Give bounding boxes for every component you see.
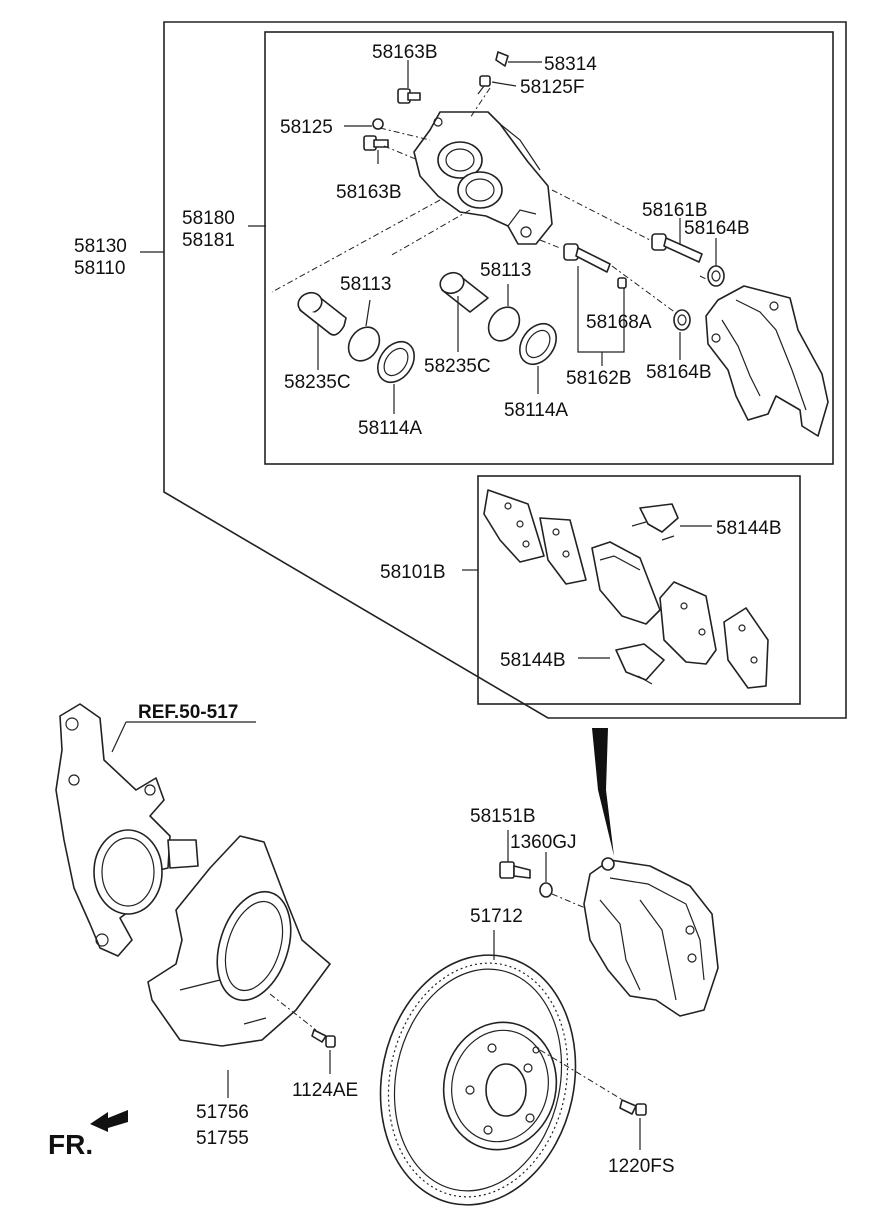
callout-58151b: 58151B (470, 806, 536, 827)
callout-58125f: 58125F (520, 77, 584, 98)
retaining-clip-58144b-bottom (615, 643, 665, 685)
steering-knuckle (55, 703, 199, 957)
washer-1360gj (539, 882, 553, 898)
callout-58125: 58125 (280, 117, 333, 138)
screw-1220fs (619, 1099, 647, 1116)
dust-shield (147, 835, 331, 1047)
callout-58180: 58180 (182, 208, 235, 229)
assembly-line-shield (269, 993, 317, 1031)
guide-pin-58161b (651, 233, 703, 263)
leader-lines (111, 60, 717, 1150)
callout-51756: 51756 (196, 1102, 249, 1123)
boot-58114a-left (377, 340, 415, 384)
callout-58163b-top: 58163B (372, 42, 438, 63)
pad-shim-2 (539, 517, 587, 585)
assembly-line-8 (389, 209, 471, 257)
brake-pad-outer (659, 581, 717, 665)
caliper-housing (413, 111, 553, 245)
callout-58235c-left: 58235C (284, 372, 351, 393)
assembly-line-5 (539, 239, 561, 249)
caliper-assembly-installed (583, 857, 719, 1017)
callout-58163b-mid: 58163B (336, 182, 402, 203)
front-direction-label: FR. (48, 1129, 93, 1160)
boot-58114a-right (519, 322, 557, 366)
forward-arrow-icon (90, 1110, 128, 1132)
bolt-58151b (499, 861, 531, 879)
caliper-parts-box (264, 31, 834, 465)
boot-58164b-bottom (673, 309, 691, 331)
callout-58181: 58181 (182, 230, 235, 251)
caliper-carrier-bracket (705, 285, 829, 437)
callout-58101b: 58101B (380, 562, 446, 583)
caliper-assembly-frame (163, 21, 847, 719)
callout-51712: 51712 (470, 906, 523, 927)
clip-58314 (495, 51, 509, 67)
callout-58114a-right: 58114A (504, 400, 568, 421)
callout-58164b-top: 58164B (684, 218, 750, 239)
callout-58130: 58130 (74, 236, 127, 257)
bolt-58163b-top (397, 88, 421, 104)
bleeder-screw-58125f (477, 75, 491, 95)
brake-pad-inner (591, 541, 661, 625)
retaining-clip-58144b-top (631, 503, 679, 541)
callout-58164b-bottom: 58164B (646, 362, 712, 383)
callout-51755: 51755 (196, 1128, 249, 1149)
assembly-line-1 (379, 127, 431, 141)
callout-58144b-top: 58144B (716, 518, 782, 539)
assembly-line-9 (699, 275, 713, 283)
assembly-line-4 (551, 189, 651, 241)
brake-disc-51712 (379, 954, 577, 1206)
callout-58110: 58110 (74, 258, 125, 279)
callout-1360gj: 1360GJ (510, 832, 577, 853)
callout-1220fs: 1220FS (608, 1156, 675, 1177)
assembly-arrow (592, 728, 614, 856)
bolt-1124ae (311, 1029, 336, 1048)
guide-pin-58162b (563, 243, 611, 273)
callout-58235c-right: 58235C (424, 356, 491, 377)
callout-58113-right: 58113 (480, 260, 531, 281)
assembly-line-7 (271, 199, 441, 293)
cap-58125 (372, 118, 384, 130)
callout-58161b: 58161B (642, 200, 708, 221)
callout-58114a-left: 58114A (358, 418, 422, 439)
assembly-line-3 (469, 87, 491, 119)
pad-shim-3 (723, 607, 769, 689)
seal-58113-right (487, 306, 521, 342)
piston-58235c-right (439, 271, 489, 313)
callout-58144b-bottom: 58144B (500, 650, 566, 671)
callout-58314: 58314 (544, 54, 597, 75)
callout-58162b: 58162B (566, 368, 632, 389)
pad-shim-1 (483, 489, 545, 563)
boot-58164b-top (707, 265, 725, 287)
reference-label: REF.50-517 (138, 702, 238, 723)
assembly-line-disc (539, 1049, 627, 1103)
piston-58235c-left (297, 291, 347, 336)
callout-1124ae: 1124AE (292, 1080, 358, 1101)
callout-58113-left: 58113 (340, 274, 391, 295)
bushing-58168a (617, 277, 627, 289)
assembly-line-2 (383, 145, 419, 161)
pad-kit-box (477, 475, 801, 705)
assembly-line-6 (611, 265, 681, 317)
callout-58168a: 58168A (586, 312, 652, 333)
seal-58113-left (347, 326, 381, 362)
bolt-58163b-mid (363, 135, 389, 151)
